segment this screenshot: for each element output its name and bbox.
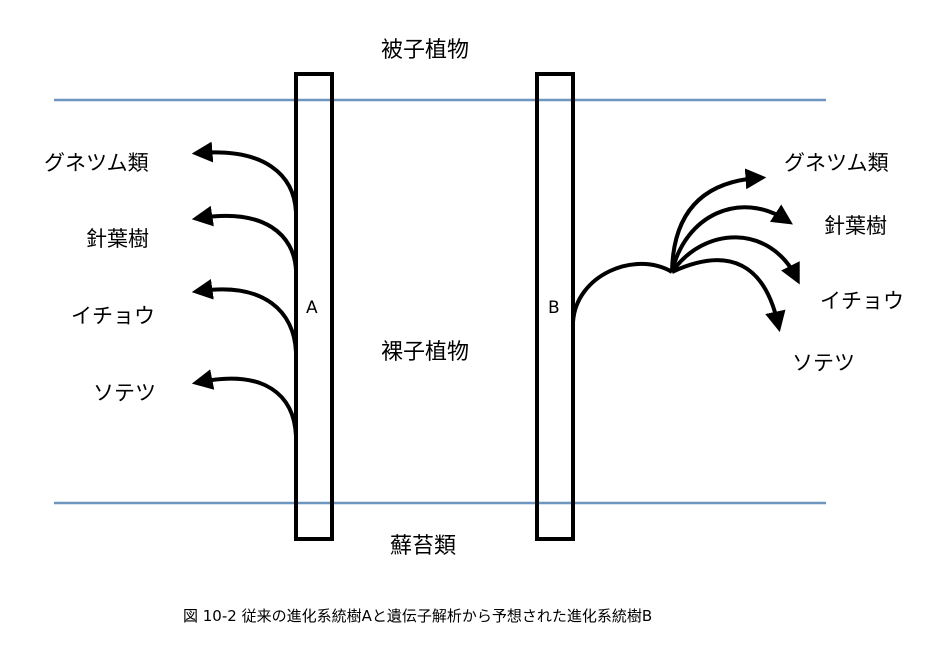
- tree-b-taxon-ginkgo: イチョウ: [820, 289, 904, 313]
- tree-a-taxon-gnetum: グネツム類: [44, 151, 149, 175]
- tree-b-taxon-gnetum: グネツム類: [784, 151, 889, 175]
- tree-a-branch-gnetum: [191, 141, 298, 213]
- tree-a-taxon-cycad: ソテツ: [93, 381, 156, 405]
- zone-label-angiosperms: 被子植物: [381, 38, 470, 63]
- tree-a-branch-cycad: [191, 369, 298, 437]
- tree-a-label: A: [306, 298, 318, 318]
- tree-b-taxon-cycad: ソテツ: [792, 351, 855, 375]
- figure-caption: 図 10-2 従来の進化系統樹Aと遺伝子解析から予想された進化系統樹B: [183, 607, 653, 625]
- tree-b-branch-ginkgo: [670, 235, 800, 285]
- tree-b-taxon-conifer: 針葉樹: [824, 214, 887, 238]
- zone-label-gymnosperms: 裸子植物: [381, 340, 470, 365]
- tree-b-branch-conifer: [670, 204, 793, 273]
- tree-a-taxon-conifer: 針葉樹: [86, 227, 149, 251]
- zone-label-bryophytes: 蘚苔類: [390, 534, 457, 559]
- tree-b-branch-gnetum: [670, 168, 767, 273]
- tree-b-stem: [571, 261, 674, 323]
- tree-a-branch-conifer: [191, 205, 298, 271]
- tree-a-trunk: [294, 72, 334, 541]
- tree-a-taxon-ginkgo: イチョウ: [71, 304, 155, 328]
- tree-a-branch-ginkgo: [191, 278, 298, 353]
- tree-b-label: B: [548, 298, 560, 318]
- tree-b-trunk: [535, 72, 575, 541]
- tree-b-branch-cycad: [671, 258, 786, 333]
